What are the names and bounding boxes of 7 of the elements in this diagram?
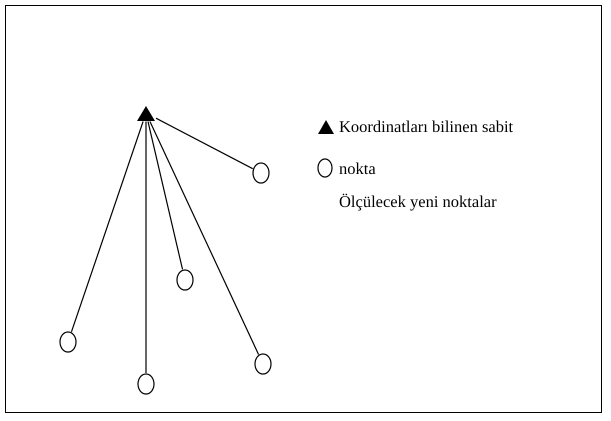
connector-line (145, 122, 147, 373)
connector-line (156, 118, 253, 170)
legend-text: Koordinatları bilinen sabit nokta (339, 116, 514, 180)
connector-line (149, 121, 260, 355)
legend-text: Ölçülecek yeni noktalar (339, 191, 498, 213)
connector-line (70, 121, 144, 332)
connector-line (147, 121, 184, 270)
